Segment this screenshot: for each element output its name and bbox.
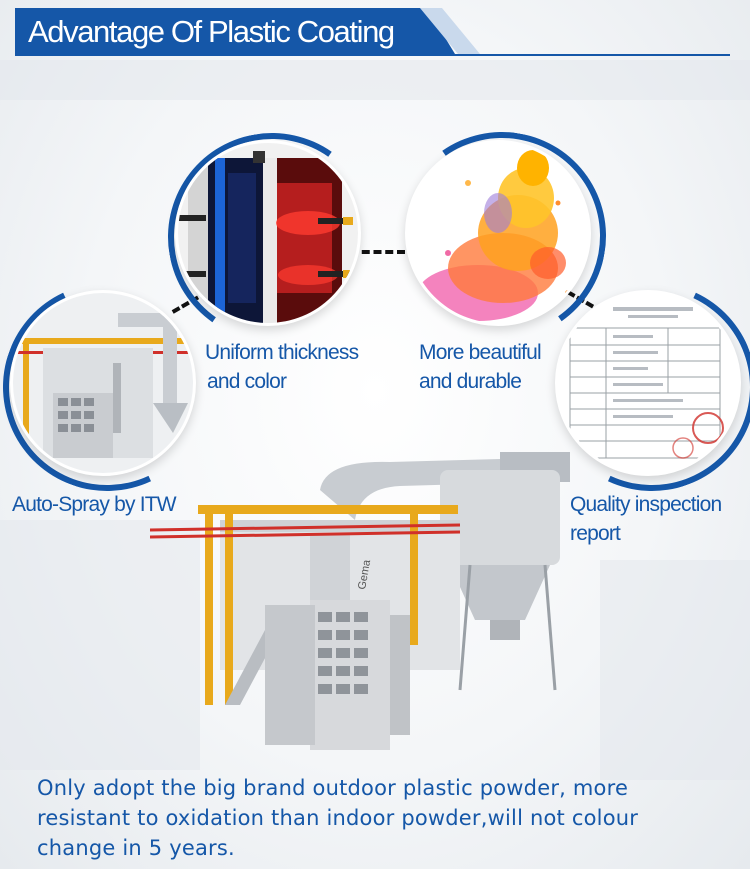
auto-spray-image xyxy=(10,290,196,476)
label-line: Quality inspection xyxy=(570,493,722,516)
overhead-rail xyxy=(198,505,458,514)
inspection-report-image xyxy=(555,290,741,476)
cyclone-body xyxy=(440,470,560,565)
header-underline xyxy=(15,54,730,56)
label-line: Uniform thickness xyxy=(205,341,359,364)
rail-support xyxy=(205,505,213,705)
connector-line xyxy=(350,250,405,254)
background-shape xyxy=(600,560,750,780)
feature-label-durable: More beautiful and durable xyxy=(419,338,542,396)
page-title: Advantage Of Plastic Coating xyxy=(28,14,395,49)
powder-burst-illustration xyxy=(408,143,588,323)
label-line: Auto-Spray by ITW xyxy=(12,493,177,516)
label-line: and color xyxy=(207,370,287,393)
label-line: report xyxy=(570,522,621,545)
feature-label-inspection: Quality inspection report xyxy=(570,490,722,548)
rail-support xyxy=(410,505,418,645)
description-text: Only adopt the big brand outdoor plastic… xyxy=(37,776,639,860)
label-line: and durable xyxy=(419,370,522,393)
feature-label-auto-spray: Auto-Spray by ITW xyxy=(12,490,177,519)
header-banner xyxy=(15,8,455,54)
machine-brand: Gema xyxy=(356,558,373,590)
cyclone-outlet xyxy=(490,620,520,640)
uniform-coating-illustration xyxy=(178,143,358,323)
cyclone-cone xyxy=(450,565,550,620)
coating-machine-illustration: Gema xyxy=(150,452,570,750)
background-shape xyxy=(0,60,750,100)
feature-label-uniform: Uniform thickness and color xyxy=(205,338,359,396)
rail-support xyxy=(225,505,233,705)
uniform-coating-image xyxy=(175,140,361,326)
label-line: More beautiful xyxy=(419,341,542,364)
conveyor-line xyxy=(150,530,461,539)
powder-burst-image xyxy=(405,140,591,326)
report-document-illustration xyxy=(558,293,738,473)
background-shape xyxy=(0,520,200,770)
conveyor-line xyxy=(150,523,461,532)
auto-spray-illustration xyxy=(13,293,193,473)
